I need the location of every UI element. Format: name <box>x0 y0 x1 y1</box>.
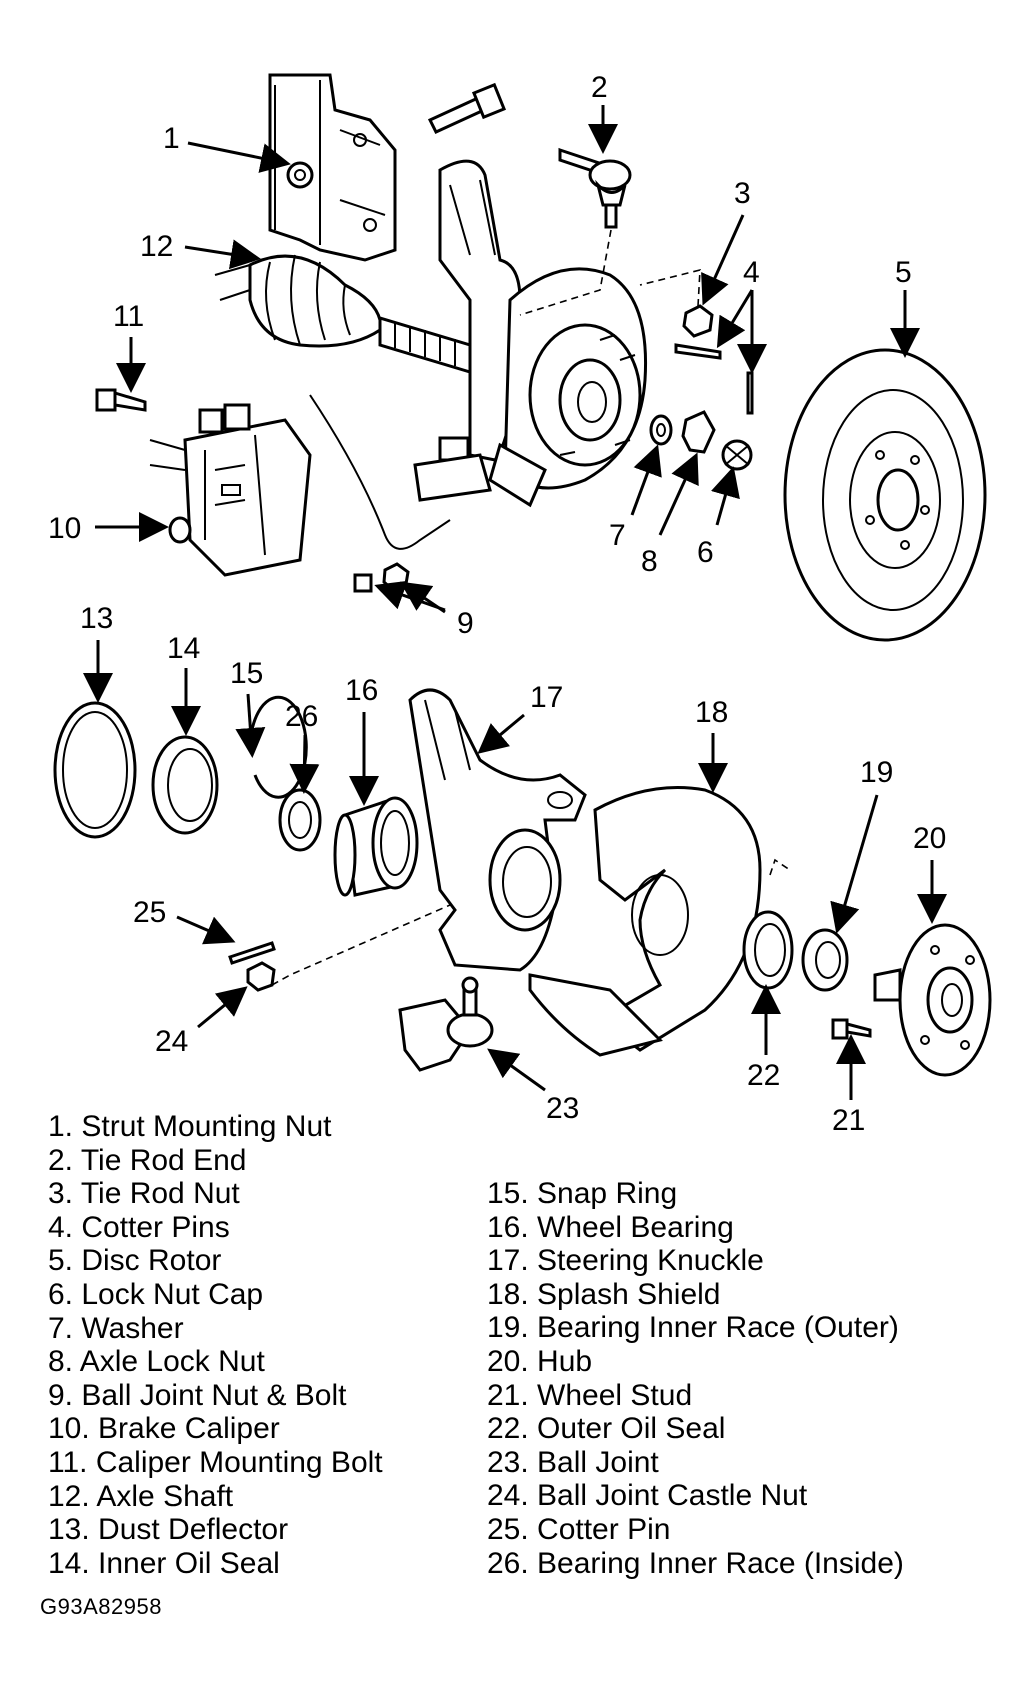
outer-oil-seal-drawing <box>742 910 794 990</box>
legend-item: 19. Bearing Inner Race (Outer) <box>487 1311 899 1345</box>
legend-item: 5. Disc Rotor <box>48 1244 222 1278</box>
callout-4: 4 <box>743 256 760 289</box>
legend-item: 9. Ball Joint Nut & Bolt <box>48 1378 347 1412</box>
callout-1: 1 <box>163 122 180 155</box>
callout-8: 8 <box>641 545 658 578</box>
upper-ball-joint-drawing <box>309 394 492 550</box>
callout-3: 3 <box>734 177 751 210</box>
legend-item: 16. Wheel Bearing <box>487 1210 734 1244</box>
callout-16: 16 <box>345 674 378 707</box>
brake-caliper-drawing <box>149 403 312 577</box>
callout-14: 14 <box>167 632 200 665</box>
legend-item: 7. Washer <box>48 1311 184 1345</box>
exploded-suspension-diagram: 1 2 3 4 5 6 7 8 9 10 11 12 13 14 15 16 1… <box>48 71 992 1137</box>
legend-item: 14. Inner Oil Seal <box>48 1546 280 1580</box>
hub-hardware-drawing <box>649 410 753 471</box>
legend-item: 1. Strut Mounting Nut <box>48 1110 332 1143</box>
disc-rotor-drawing <box>783 348 987 642</box>
dust-deflector-drawing <box>53 701 137 839</box>
callout-20: 20 <box>913 822 946 855</box>
callout-23: 23 <box>546 1092 579 1125</box>
callout-13: 13 <box>80 602 113 635</box>
inner-oil-seal-drawing <box>151 735 219 835</box>
callout-10: 10 <box>48 512 81 545</box>
legend-item: 23. Ball Joint <box>487 1445 659 1479</box>
bearing-inner-race-outer-drawing <box>801 928 849 992</box>
callout-6: 6 <box>697 536 714 569</box>
callout-2: 2 <box>591 71 608 104</box>
legend-left-column: 1. Strut Mounting Nut 2. Tie Rod End 3. … <box>48 1110 383 1580</box>
wheel-bearing-drawing <box>333 796 419 897</box>
legend-item: 6. Lock Nut Cap <box>48 1277 264 1311</box>
callout-12: 12 <box>140 230 173 263</box>
callout-7: 7 <box>609 519 626 552</box>
tie-rod-end-drawing <box>519 147 632 316</box>
legend-item: 3. Tie Rod Nut <box>48 1177 240 1211</box>
legend-item: 12. Axle Shaft <box>48 1479 234 1513</box>
callout-15: 15 <box>230 657 263 690</box>
legend-item: 2. Tie Rod End <box>48 1143 247 1177</box>
cotter-pin-castle-nut-drawing <box>228 904 451 992</box>
callout-24: 24 <box>155 1025 188 1058</box>
upper-bolt-drawing <box>427 82 507 134</box>
cotter-pins-drawing <box>674 343 754 415</box>
callout-11: 11 <box>113 300 144 333</box>
legend-item: 13. Dust Deflector <box>48 1513 289 1547</box>
legend-item: 26. Bearing Inner Race (Inside) <box>487 1546 904 1580</box>
callout-19: 19 <box>860 756 893 789</box>
callout-26: 26 <box>285 700 318 733</box>
legend-item: 20. Hub <box>487 1344 593 1378</box>
legend-item: 11. Caliper Mounting Bolt <box>48 1445 383 1479</box>
legend-item: 17. Steering Knuckle <box>487 1244 764 1278</box>
legend-item: 15. Snap Ring <box>487 1177 678 1210</box>
wheel-stud-drawing <box>831 1018 872 1040</box>
legend-item: 4. Cotter Pins <box>48 1210 230 1244</box>
callout-22: 22 <box>747 1059 780 1092</box>
strut-drawing <box>268 73 397 262</box>
legend-item: 10. Brake Caliper <box>48 1412 280 1446</box>
upper-hub-drawing <box>488 267 648 508</box>
legend-item: 18. Splash Shield <box>487 1277 721 1311</box>
callout-17: 17 <box>530 681 563 714</box>
callout-5: 5 <box>895 256 912 289</box>
bearing-inner-race-inside-drawing <box>278 788 322 852</box>
hub-drawing <box>873 923 992 1077</box>
legend-item: 8. Axle Lock Nut <box>48 1345 265 1379</box>
callout-labels: 1 2 3 4 5 6 7 8 9 10 11 12 13 14 15 16 1… <box>48 71 946 1137</box>
caliper-bolt-drawing <box>95 388 147 412</box>
tie-rod-nut-drawing <box>639 268 714 338</box>
steering-knuckle-drawing <box>408 688 587 972</box>
callout-9: 9 <box>457 607 474 640</box>
legend-item: 25. Cotter Pin <box>487 1512 671 1546</box>
ball-joint-drawing <box>398 976 494 1072</box>
legend-item: 21. Wheel Stud <box>487 1378 693 1412</box>
legend-item: 24. Ball Joint Castle Nut <box>487 1479 808 1513</box>
axle-shaft-drawing <box>214 254 472 375</box>
callout-21: 21 <box>832 1104 865 1137</box>
legend-right-column: 15. Snap Ring 16. Wheel Bearing 17. Stee… <box>487 1177 904 1580</box>
callout-25: 25 <box>133 896 166 929</box>
leader-arrows <box>83 105 947 1100</box>
callout-18: 18 <box>695 696 728 729</box>
legend-item: 22. Outer Oil Seal <box>487 1412 726 1446</box>
figure-code: G93A82958 <box>40 1594 162 1619</box>
